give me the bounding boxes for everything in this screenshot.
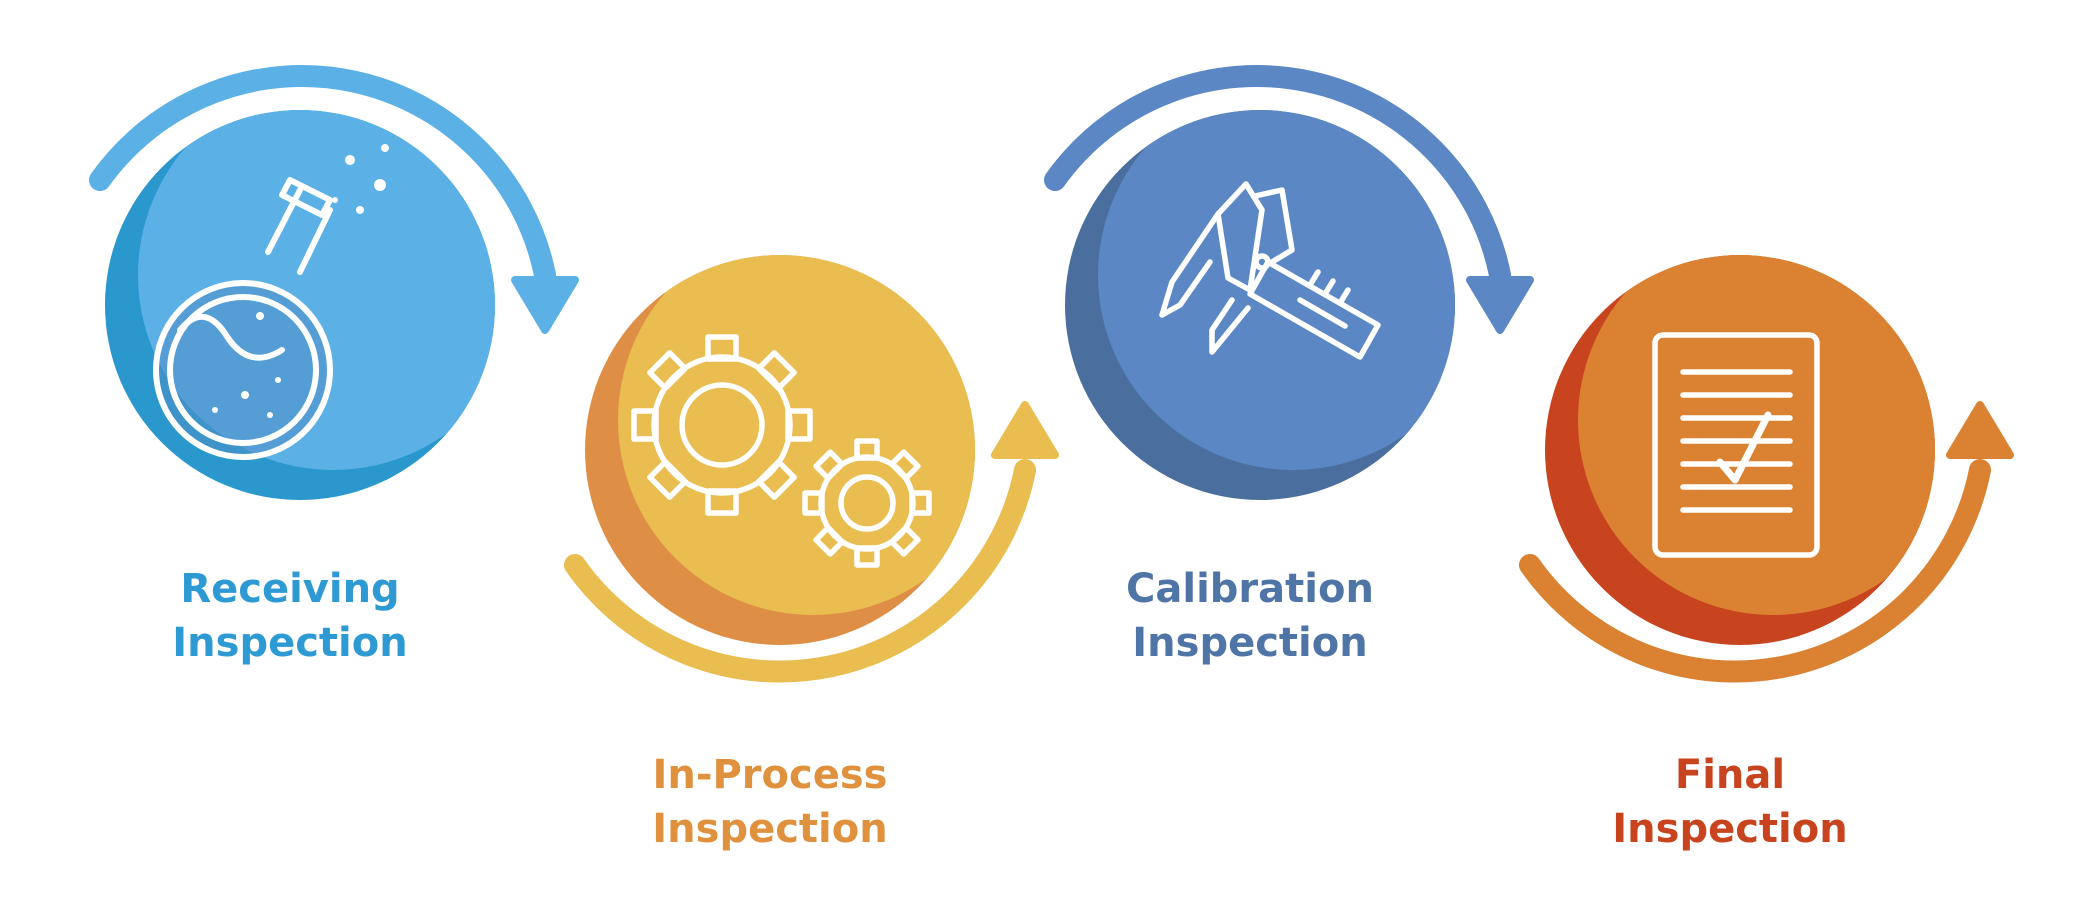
step-in-process	[564, 255, 1059, 683]
gears-icon	[631, 334, 932, 568]
checklist-icon	[1652, 332, 1820, 558]
arrow-head	[511, 276, 579, 334]
step-label-line2: Inspection	[1612, 806, 1848, 852]
step-label-line1: In-Process	[652, 752, 888, 798]
step-disc	[585, 255, 975, 645]
arrow-head	[1466, 276, 1534, 334]
step-label-line1: Calibration	[1126, 566, 1374, 612]
step-label-final: Final Inspection	[1520, 748, 1940, 856]
step-label-line2: Inspection	[172, 620, 408, 666]
flask-icon	[153, 144, 389, 460]
step-label-line2: Inspection	[652, 806, 888, 852]
caliper-icon	[1159, 181, 1381, 360]
step-label-line1: Final	[1674, 752, 1786, 798]
arrow-head	[991, 401, 1059, 459]
cycle-arrow-arc	[1519, 459, 1991, 683]
step-label-line2: Inspection	[1132, 620, 1368, 666]
step-label-line1: Receiving	[180, 566, 400, 612]
arrow-head	[1946, 401, 2014, 459]
cycle-arrow-arc	[1044, 65, 1511, 286]
cycle-arrow-arc	[564, 459, 1036, 683]
step-label-receiving: Receiving Inspection	[80, 562, 500, 670]
step-label-calibration: Calibration Inspection	[1040, 562, 1460, 670]
cycle-arrow-arc	[89, 65, 556, 286]
step-receiving	[89, 65, 579, 500]
step-label-in-process: In-Process Inspection	[560, 748, 980, 856]
step-calibration	[1044, 65, 1534, 500]
step-final	[1519, 255, 2014, 683]
